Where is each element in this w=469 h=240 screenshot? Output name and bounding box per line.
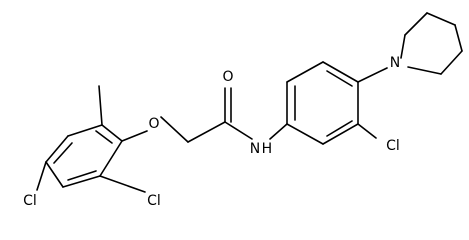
cl-para-label: Cl	[23, 193, 37, 209]
ring-bond	[62, 175, 101, 188]
cl-para-bond	[36, 161, 47, 191]
cl-ortho-label: Cl	[147, 193, 161, 209]
amide-nh-label: N H	[250, 141, 272, 157]
cl-aniline-bond	[357, 123, 377, 139]
molecule-canvas: O O N H N Cl Cl Cl	[23, 12, 463, 209]
aryl-n-bond	[357, 67, 388, 83]
ring-bond	[426, 12, 456, 26]
ring-double-bond	[326, 70, 353, 87]
ring-bond	[322, 123, 359, 145]
ring-bond	[454, 24, 463, 52]
cl-aniline-label: Cl	[386, 138, 400, 154]
cl-ortho-bond	[99, 175, 146, 193]
ch2-carbonyl-bond	[187, 121, 226, 143]
ring-bond	[322, 61, 359, 83]
piperidine-n-label: N	[390, 55, 400, 71]
ring-bond	[404, 12, 428, 36]
amide-bond	[224, 121, 253, 140]
ring-bond	[400, 34, 406, 59]
aryl-o-bond	[121, 130, 148, 142]
ether-oxygen-label: O	[148, 116, 159, 132]
ring-bond	[45, 135, 69, 163]
ring-bond	[286, 61, 324, 83]
ring-bond	[67, 124, 103, 137]
ring-double-bond	[326, 120, 353, 137]
methyl-bond	[98, 85, 103, 126]
ring-double-bond	[95, 130, 113, 144]
ring-bond	[440, 50, 463, 75]
structure-diagram: O O N H N Cl Cl Cl	[23, 12, 463, 209]
ring-double-bond	[67, 170, 97, 181]
ring-bond	[99, 140, 123, 177]
ring-bond	[101, 124, 123, 142]
o-ch2-bond	[160, 116, 189, 143]
ring-bond	[286, 123, 324, 145]
ring-double-bond	[53, 142, 73, 164]
piperidine-ring	[400, 12, 463, 75]
chlorophenyl-ring	[286, 61, 359, 145]
ring-bond	[45, 161, 64, 188]
carbonyl-oxygen-label: O	[222, 69, 233, 85]
n-aryl-bond	[269, 123, 288, 140]
dichloromethylphenyl-ring	[45, 124, 123, 188]
ring-bond	[407, 66, 442, 75]
